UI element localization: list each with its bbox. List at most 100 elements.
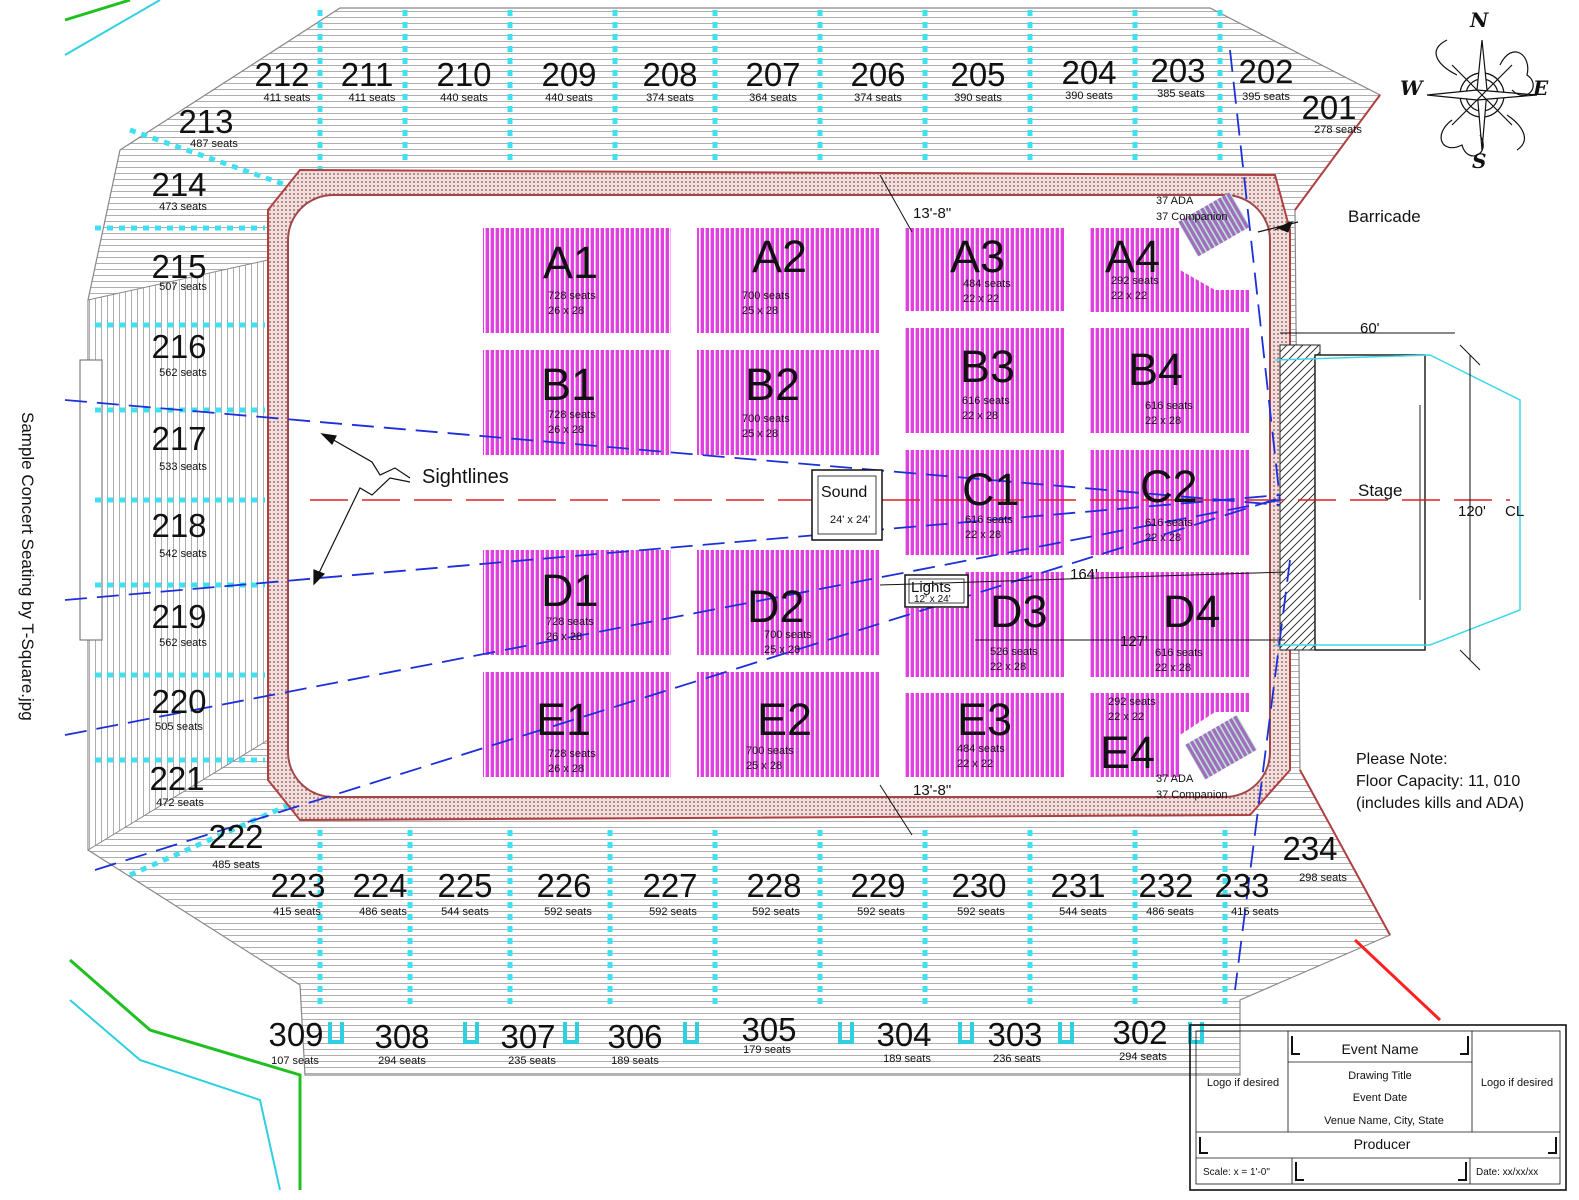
section-number: 224 — [352, 867, 407, 904]
section-number: 214 — [151, 166, 206, 203]
block-dims: 26 x 28 — [548, 763, 584, 775]
block-name: D4 — [1163, 586, 1221, 637]
block-seats: 728 seats — [548, 290, 596, 302]
section-number: 213 — [178, 103, 233, 140]
block-d4-seats — [1090, 572, 1250, 677]
section-seats: 472 seats — [156, 797, 204, 809]
section-number: 305 — [741, 1011, 796, 1048]
sound-label: Sound — [821, 484, 867, 501]
sound-dims: 24' x 24' — [830, 514, 870, 526]
section-seats: 411 seats — [349, 92, 396, 104]
barricade-label: Barricade — [1348, 207, 1421, 226]
block-name: E2 — [757, 694, 812, 745]
block-dims: 22 x 28 — [1155, 662, 1191, 674]
section-number: 307 — [500, 1018, 555, 1055]
event-date: Event Date — [1353, 1092, 1407, 1104]
block-b1-seats — [483, 350, 671, 455]
block-name: D1 — [541, 565, 599, 616]
section-seats: 374 seats — [854, 92, 902, 104]
section-seats: 189 seats — [883, 1053, 931, 1065]
block-name: B4 — [1128, 344, 1183, 395]
block-e1-seats — [483, 672, 671, 777]
section-number: 202 — [1238, 53, 1293, 90]
sound-booth — [811, 469, 883, 541]
section-309: 309 107 seats — [268, 1016, 323, 1067]
title-block: Logo if desired Logo if desired Event Na… — [1203, 1041, 1553, 1178]
sightlines-callout — [313, 433, 411, 586]
upper-aisles — [317, 10, 1223, 180]
diagram-labels: Barricade Sightlines Sound 24' x 24' Lig… — [422, 205, 1524, 799]
section-number: 216 — [151, 328, 206, 365]
compass-rose — [1426, 39, 1538, 157]
section-number: 201 — [1301, 89, 1356, 126]
title-block-frame — [1189, 1024, 1567, 1191]
block-dims: 25 x 28 — [746, 760, 782, 772]
block-dims: 22 x 28 — [1145, 415, 1181, 427]
section-number: 222 — [208, 818, 263, 855]
block-seats: 616 seats — [962, 395, 1010, 407]
section-seats: 179 seats — [743, 1044, 791, 1056]
section-number: 210 — [436, 56, 491, 93]
dim-top-label: 13'-8" — [913, 205, 951, 222]
section-seats: 374 seats — [646, 92, 694, 104]
block-name: A2 — [752, 231, 807, 282]
block-dims: 22 x 28 — [990, 661, 1026, 673]
block-name: C1 — [962, 464, 1020, 515]
block-b4-seats — [1090, 328, 1250, 433]
section-seats: 486 seats — [359, 906, 407, 918]
section-seats: 505 seats — [155, 721, 203, 733]
block-name: E3 — [957, 694, 1012, 745]
section-seats: 562 seats — [159, 637, 207, 649]
event-name: Event Name — [1341, 1041, 1418, 1057]
block-a2-seats — [697, 228, 880, 333]
section-seats: 390 seats — [1065, 90, 1113, 102]
block-seats: 526 seats — [990, 646, 1038, 658]
section-seats: 592 seats — [544, 906, 592, 918]
block-d2-seats — [697, 550, 880, 655]
section-number: 308 — [374, 1018, 429, 1055]
block-e4-seats — [1090, 693, 1250, 777]
stage-wing-outline — [1274, 354, 1521, 646]
producer: Producer — [1354, 1136, 1411, 1152]
section-seats: 485 seats — [212, 859, 260, 871]
block-seats: 616 seats — [965, 514, 1013, 526]
section-number: 209 — [541, 56, 596, 93]
block-dims: 22 x 22 — [963, 293, 999, 305]
section-number: 227 — [642, 867, 697, 904]
dim-120-label: 120' — [1458, 503, 1486, 520]
section-number: 229 — [850, 867, 905, 904]
section-number: 226 — [536, 867, 591, 904]
section-number: 204 — [1061, 54, 1116, 91]
block-name: B2 — [745, 359, 800, 410]
block-seats: 728 seats — [546, 616, 594, 628]
block-d3-seats — [905, 572, 1065, 677]
block-dims: 26 x 28 — [548, 305, 584, 317]
block-dims: 22 x 22 — [957, 758, 993, 770]
section-seats: 395 seats — [1242, 91, 1290, 103]
section-seats: 592 seats — [752, 906, 800, 918]
section-seats: 107 seats — [271, 1055, 319, 1067]
svg-text:37 ADA: 37 ADA — [1156, 195, 1194, 207]
section-seats: 364 seats — [749, 92, 797, 104]
section-number: 309 — [268, 1016, 323, 1053]
